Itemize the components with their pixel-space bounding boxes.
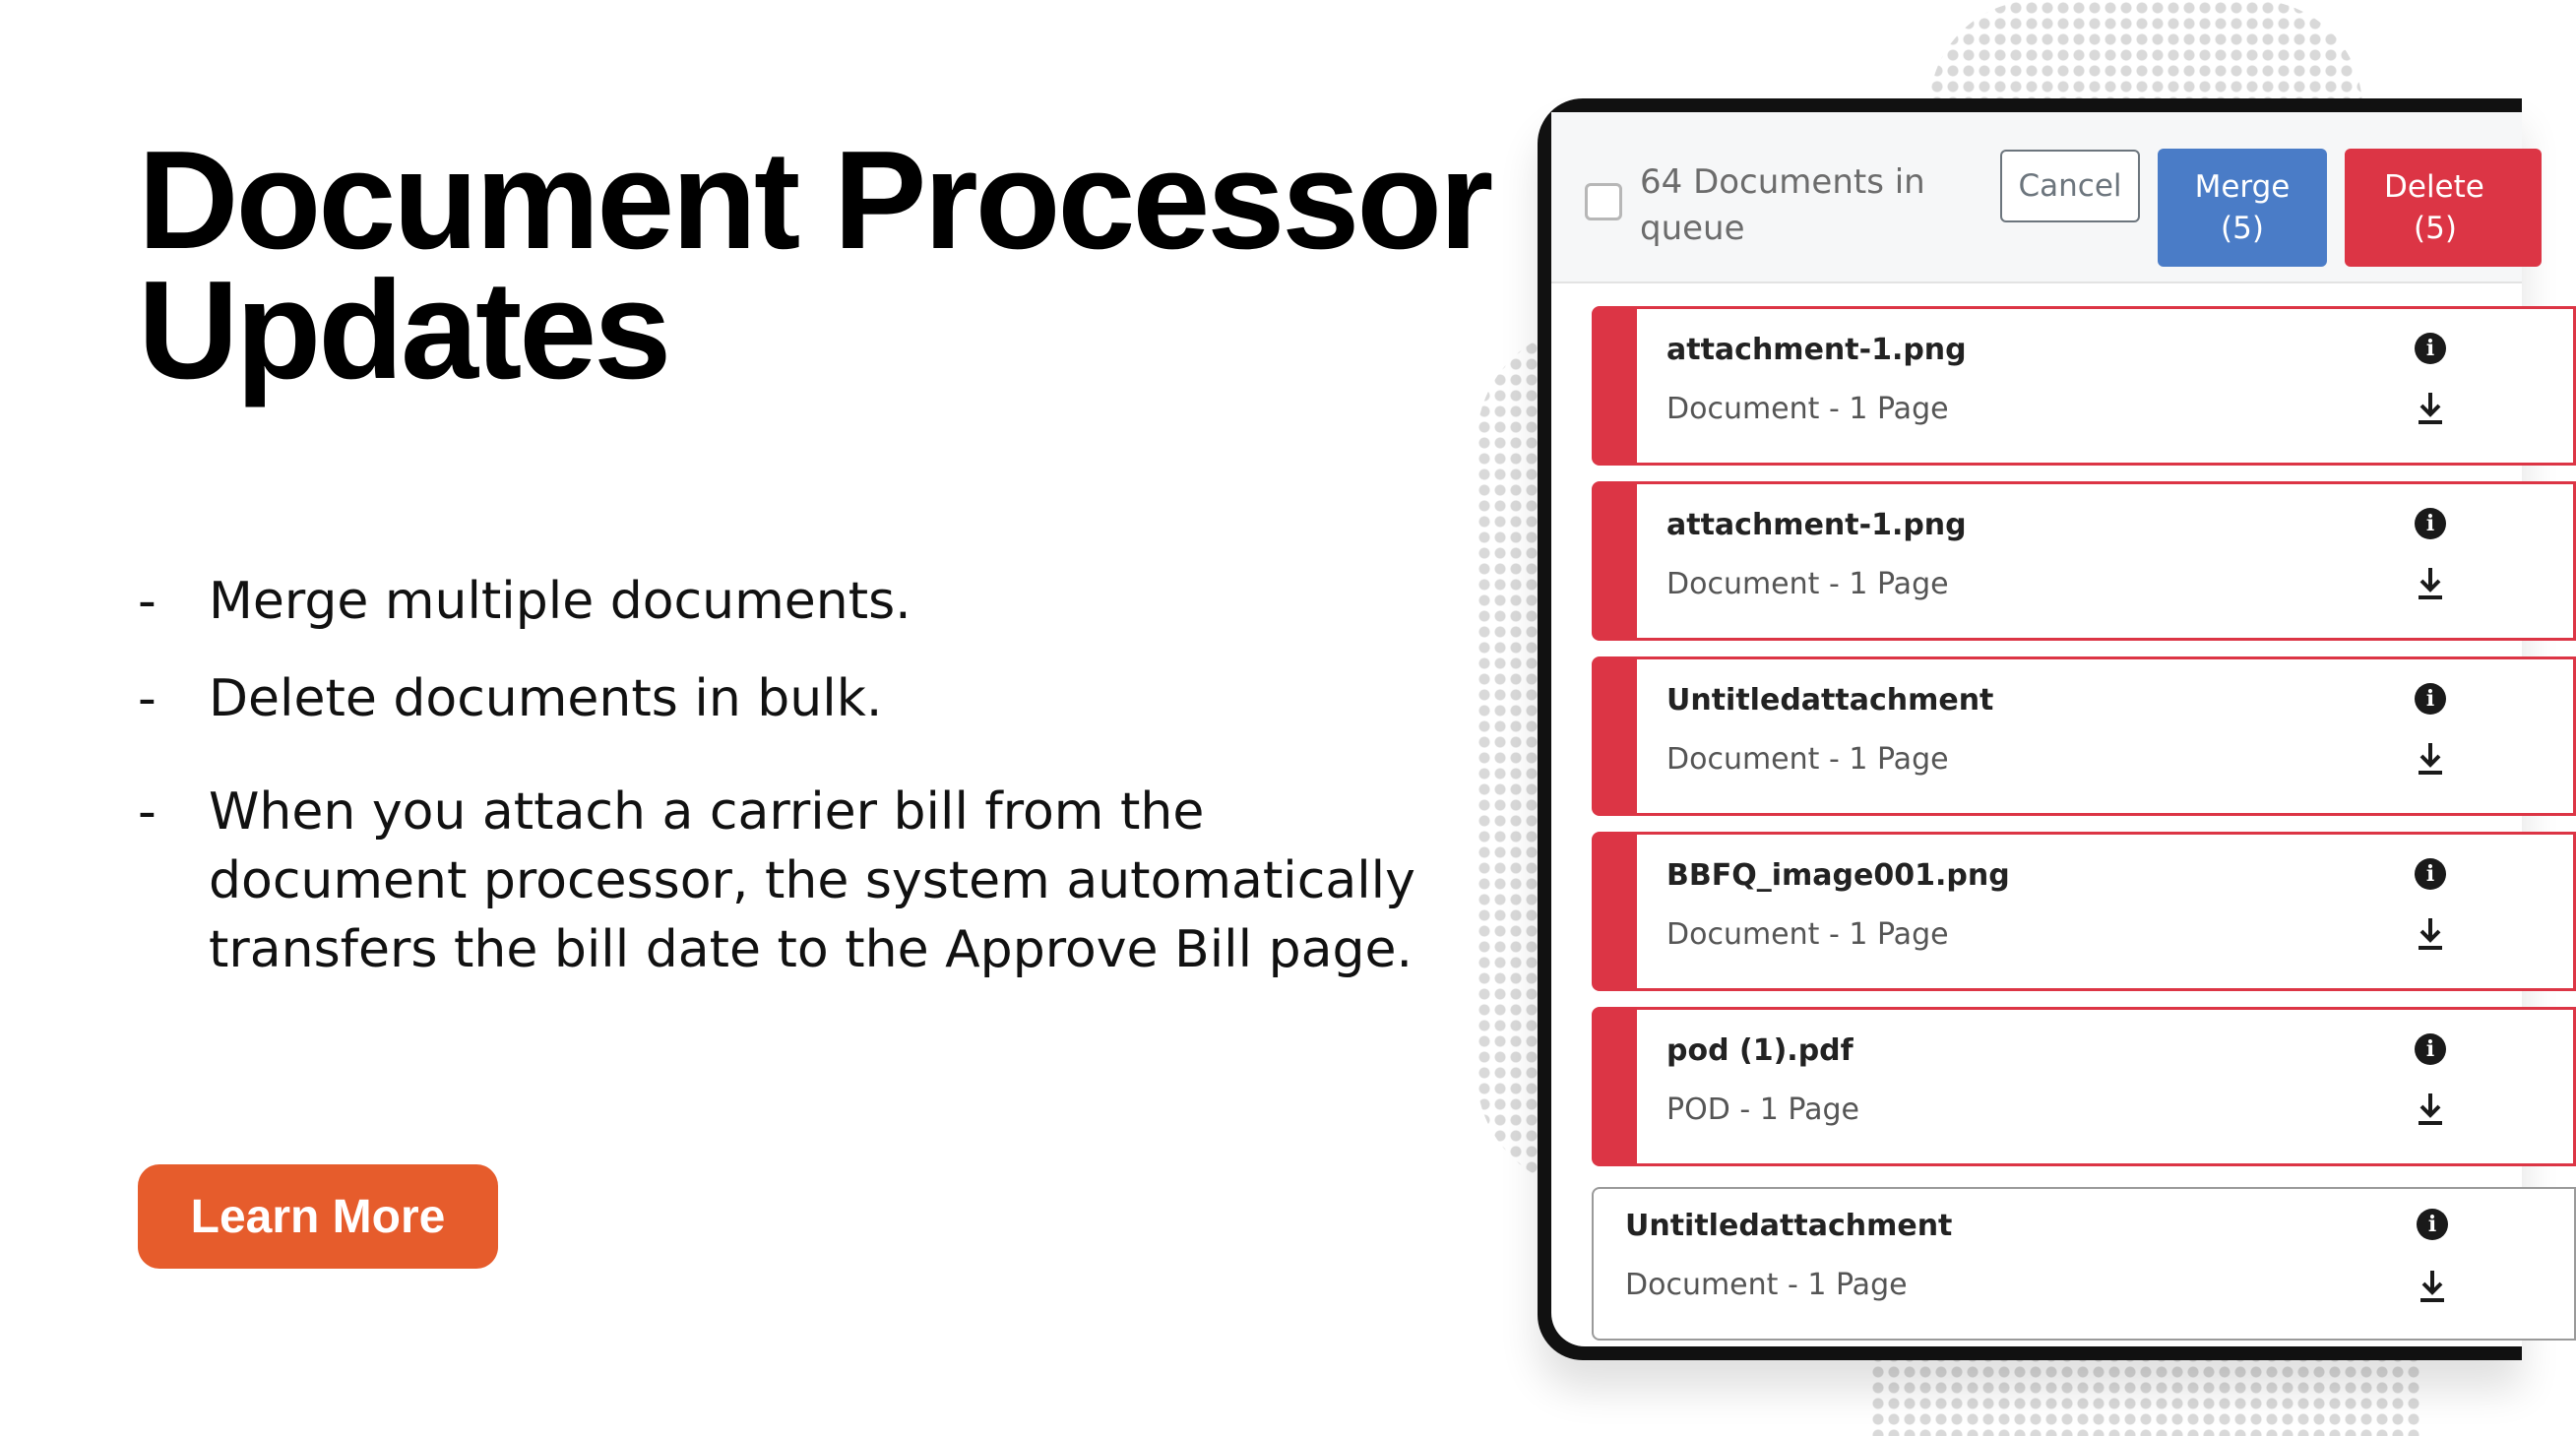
document-name: attachment-1.png <box>1666 508 1967 542</box>
feature-text: Delete documents in bulk. <box>209 669 883 728</box>
document-name: pod (1).pdf <box>1666 1033 1853 1068</box>
feature-item-delete: - Delete documents in bulk. <box>138 664 1417 733</box>
queue-count: 64 Documents in queue <box>1640 162 1925 248</box>
learn-more-button[interactable]: Learn More <box>138 1164 498 1269</box>
download-icon[interactable] <box>2415 915 2446 953</box>
info-icon[interactable]: i <box>2415 1033 2446 1065</box>
page-title: Document Processor Updates <box>138 122 1493 408</box>
info-icon[interactable]: i <box>2415 333 2446 364</box>
cancel-button[interactable]: Cancel <box>2000 150 2140 222</box>
download-icon[interactable] <box>2415 740 2446 778</box>
document-processor-panel: 64 Documents in queue Cancel Merge (5) D… <box>1551 112 2576 1346</box>
document-name: BBFQ_image001.png <box>1666 858 2010 893</box>
bullet-dash: - <box>138 572 157 631</box>
merge-button[interactable]: Merge (5) <box>2158 149 2327 267</box>
select-all-checkbox[interactable] <box>1585 183 1622 220</box>
feature-text-line-3: transfers the bill date to the Approve B… <box>209 920 1413 979</box>
download-icon[interactable] <box>2415 565 2446 602</box>
dot-pattern-bottom <box>1870 1348 2421 1436</box>
info-icon[interactable]: i <box>2415 683 2446 715</box>
document-meta: Document - 1 Page <box>1625 1268 1908 1302</box>
document-name: Untitledattachment <box>1625 1209 1953 1243</box>
merge-count: (5) <box>2221 211 2264 246</box>
title-line-1: Document Processor <box>138 122 1493 279</box>
document-meta: Document - 1 Page <box>1666 742 1949 777</box>
document-name: Untitledattachment <box>1666 683 1994 718</box>
feature-text: Merge multiple documents. <box>209 572 911 631</box>
feature-item-bill-date: - When you attach a carrier bill from th… <box>138 778 1417 984</box>
document-meta: Document - 1 Page <box>1666 917 1949 952</box>
feature-text-line-2: document processor, the system automatic… <box>209 851 1415 910</box>
info-icon[interactable]: i <box>2415 858 2446 890</box>
bullet-dash: - <box>138 669 157 728</box>
document-card-selected[interactable]: attachment-1.png Document - 1 Page i <box>1592 306 2576 466</box>
feature-text-line-1: When you attach a carrier bill from the <box>209 782 1205 842</box>
download-icon[interactable] <box>2415 1091 2446 1128</box>
document-card-selected[interactable]: attachment-1.png Document - 1 Page i <box>1592 481 2576 641</box>
queue-toolbar: 64 Documents in queue Cancel Merge (5) D… <box>1551 112 2542 283</box>
delete-count: (5) <box>2414 211 2457 246</box>
app-screenshot-frame: 64 Documents in queue Cancel Merge (5) D… <box>1538 98 2576 1360</box>
bullet-dash: - <box>138 782 157 842</box>
title-line-2: Updates <box>138 252 671 408</box>
info-icon[interactable]: i <box>2415 508 2446 539</box>
feature-item-merge: - Merge multiple documents. <box>138 567 1417 636</box>
document-card-selected[interactable]: pod (1).pdf POD - 1 Page i <box>1592 1007 2576 1166</box>
info-icon[interactable]: i <box>2417 1209 2448 1240</box>
delete-label: Delete <box>2384 169 2484 205</box>
merge-label: Merge <box>2194 169 2291 205</box>
download-icon[interactable] <box>2417 1268 2448 1305</box>
document-card-selected[interactable]: BBFQ_image001.png Document - 1 Page i <box>1592 832 2576 991</box>
download-icon[interactable] <box>2415 390 2446 427</box>
delete-button[interactable]: Delete (5) <box>2345 149 2542 267</box>
document-card-selected[interactable]: Untitledattachment Document - 1 Page i <box>1592 656 2576 816</box>
dot-pattern-top <box>1929 0 2362 108</box>
document-meta: POD - 1 Page <box>1666 1093 1859 1127</box>
document-meta: Document - 1 Page <box>1666 392 1949 426</box>
document-meta: Document - 1 Page <box>1666 567 1949 601</box>
document-card[interactable]: Untitledattachment Document - 1 Page i <box>1592 1187 2576 1341</box>
document-name: attachment-1.png <box>1666 333 1967 367</box>
